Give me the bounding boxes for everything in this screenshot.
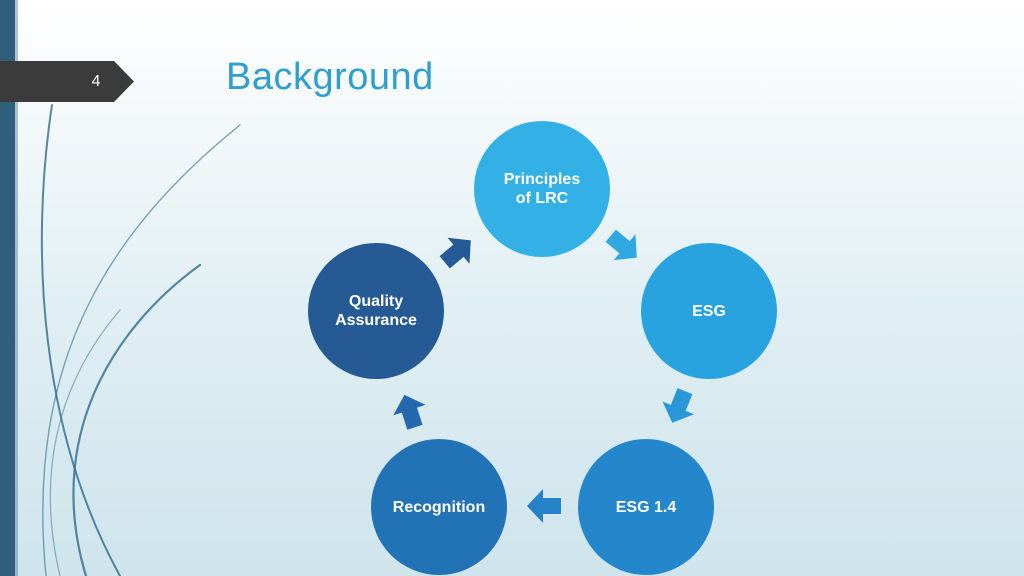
node-quality-assurance: Quality Assurance (308, 243, 444, 379)
slide-title: Background (226, 56, 434, 98)
left-accent-bar (0, 0, 15, 576)
arrow-qa-to-principles (439, 237, 471, 269)
node-principles-of-lrc: Principles of LRC (474, 121, 610, 257)
node-esg: ESG (641, 243, 777, 379)
node-recognition: Recognition (371, 439, 507, 575)
slide-number-tab (0, 61, 134, 102)
arrow-recognition-to-qa (393, 394, 426, 430)
arrow-esg14-to-recognition (527, 489, 561, 523)
slide-number: 4 (91, 73, 101, 90)
arrow-esg-to-esg14 (662, 388, 695, 423)
left-accent-shade (15, 0, 18, 576)
node-esg-1-4: ESG 1.4 (578, 439, 714, 575)
arrow-principles-to-esg (605, 229, 637, 261)
